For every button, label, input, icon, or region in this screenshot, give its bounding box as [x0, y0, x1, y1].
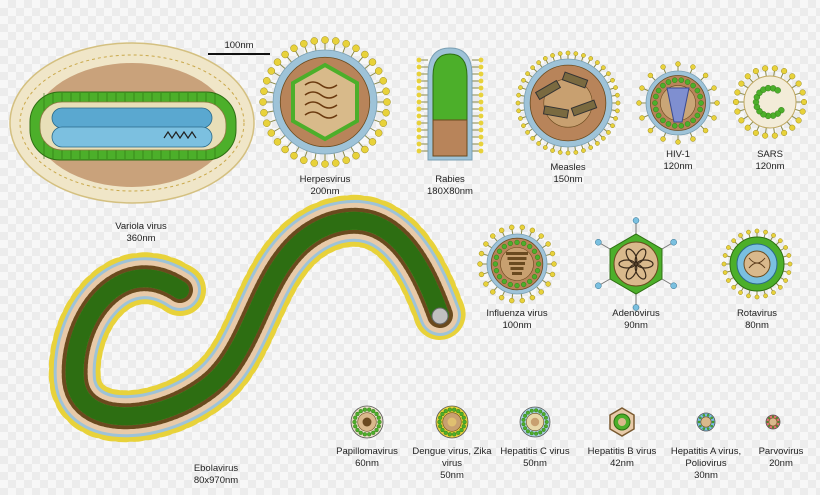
hepatitis-c-virus-illustration: [519, 406, 551, 438]
label-hepa: Hepatitis A virus, Poliovirus 30nm: [656, 446, 756, 482]
virus-name: Influenza virus: [486, 308, 548, 319]
virus-name: Adenovirus: [612, 308, 660, 319]
label-adeno: Adenovirus 90nm: [571, 308, 701, 332]
virus-size: 60nm: [355, 458, 379, 469]
scale-bar-label: 100nm: [224, 40, 254, 51]
hepatitis-b-virus-illustration: [609, 407, 635, 437]
virus-size: 120nm: [755, 161, 785, 172]
virus-name: Measles: [550, 162, 586, 173]
label-ebola: Ebolavirus 80x970nm: [151, 463, 281, 487]
virus-size: 180X80nm: [427, 186, 473, 197]
ebolavirus-illustration: [48, 194, 466, 443]
virus-name: Papillomavirus: [336, 446, 398, 457]
virus-size: 30nm: [694, 470, 718, 481]
virus-name: Hepatitis A virus, Poliovirus: [670, 446, 742, 469]
adenovirus-illustration: [595, 217, 677, 311]
label-influenza: Influenza virus 100nm: [452, 308, 582, 332]
virus-size: 150nm: [553, 174, 583, 185]
virus-size: 100nm: [502, 320, 532, 331]
hiv-virus-illustration: [636, 61, 720, 145]
virus-size: 90nm: [624, 320, 648, 331]
scale-bar: [208, 53, 270, 55]
dengue-virus-illustration: [435, 405, 469, 439]
measles-virus-illustration: [515, 50, 621, 156]
virus-size: 42nm: [610, 458, 634, 469]
rabies-virus-illustration: [416, 47, 484, 161]
virus-name: HIV-1: [666, 149, 690, 160]
virus-size: 50nm: [523, 458, 547, 469]
herpesvirus-illustration: [259, 36, 391, 168]
virus-size: 20nm: [769, 458, 793, 469]
virus-name: Hepatitis B virus: [587, 446, 657, 457]
papillomavirus-illustration: [350, 405, 384, 439]
parvovirus-illustration: [765, 414, 781, 430]
virus-name: Rotavirus: [736, 308, 778, 319]
virus-name: Variola virus: [115, 221, 167, 232]
label-dengue: Dengue virus, Zika virus 50nm: [402, 446, 502, 482]
virus-size: 50nm: [440, 470, 464, 481]
virus-name: Rabies: [435, 174, 465, 185]
label-rota: Rotavirus 80nm: [692, 308, 820, 332]
label-measles: Measles 150nm: [503, 162, 633, 186]
label-herpes: Herpesvirus 200nm: [260, 174, 390, 198]
hepatitis-a-virus-illustration: [696, 412, 716, 432]
influenza-virus-illustration: [477, 224, 557, 304]
variola-virus-illustration: [9, 42, 255, 204]
virus-name: SARS: [757, 149, 783, 160]
label-hepc: Hepatitis C virus 50nm: [470, 446, 600, 470]
virus-size: 80nm: [745, 320, 769, 331]
virus-size: 360nm: [126, 233, 156, 244]
virus-name: Hepatitis C virus: [500, 446, 570, 457]
label-papilloma: Papillomavirus 60nm: [302, 446, 432, 470]
label-variola: Variola virus 360nm: [76, 221, 206, 245]
virus-size: 80x970nm: [193, 475, 239, 486]
rotavirus-illustration: [721, 228, 793, 300]
label-sars: SARS 120nm: [705, 149, 820, 173]
label-parvo: Parvovirus 20nm: [741, 446, 820, 470]
virus-size: 120nm: [663, 161, 693, 172]
virus-size: 200nm: [310, 186, 340, 197]
virus-name: Ebolavirus: [193, 463, 239, 474]
sars-virus-illustration: [732, 65, 808, 139]
virus-name: Herpesvirus: [299, 174, 351, 185]
label-rabies: Rabies 180X80nm: [385, 174, 515, 198]
virus-name: Parvovirus: [758, 446, 804, 457]
label-hiv: HIV-1 120nm: [613, 149, 743, 173]
label-hepb: Hepatitis B virus 42nm: [557, 446, 687, 470]
virus-name: Dengue virus, Zika virus: [412, 446, 492, 469]
